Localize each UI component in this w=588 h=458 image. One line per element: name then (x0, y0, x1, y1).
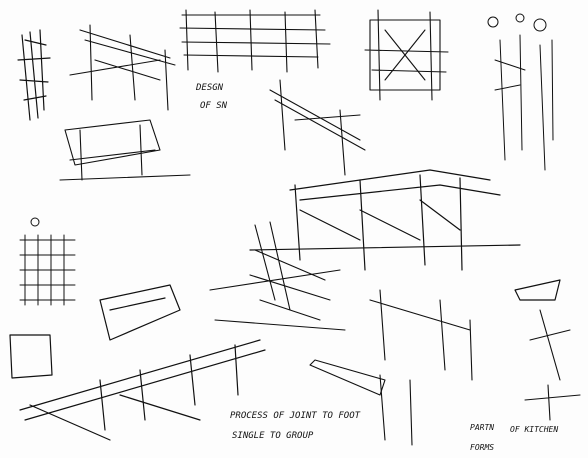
note-design: DESGN (195, 83, 224, 93)
sketch-tall-frame-left (17, 29, 51, 121)
sketch-top-truss (69, 24, 176, 111)
sketch-tall-columns (487, 13, 554, 171)
sketch-bench-left (59, 119, 191, 181)
note-partn: PARTN (470, 423, 494, 432)
note-forms: FORMS (470, 443, 494, 452)
sketch-grid-plan (19, 217, 76, 306)
sketch-bottom-truss (19, 339, 266, 441)
sketch-blob-shapes (9, 279, 561, 379)
sketch-main-truss (249, 169, 521, 271)
sketch-right-frames (309, 289, 581, 446)
note-process: PROCESS OF JOINT TO FOOT (230, 411, 361, 421)
note-of-kitchen: OF KITCHEN (510, 425, 558, 434)
note-of-sn: OF SN (200, 101, 228, 111)
sketch-stair-stack (209, 221, 346, 331)
sketch-cube-frame (364, 9, 449, 101)
sketch-ramp-center (269, 79, 366, 176)
note-single-to-group: SINGLE TO GROUP (232, 431, 314, 441)
sketch-grid-frame-top (179, 9, 331, 73)
